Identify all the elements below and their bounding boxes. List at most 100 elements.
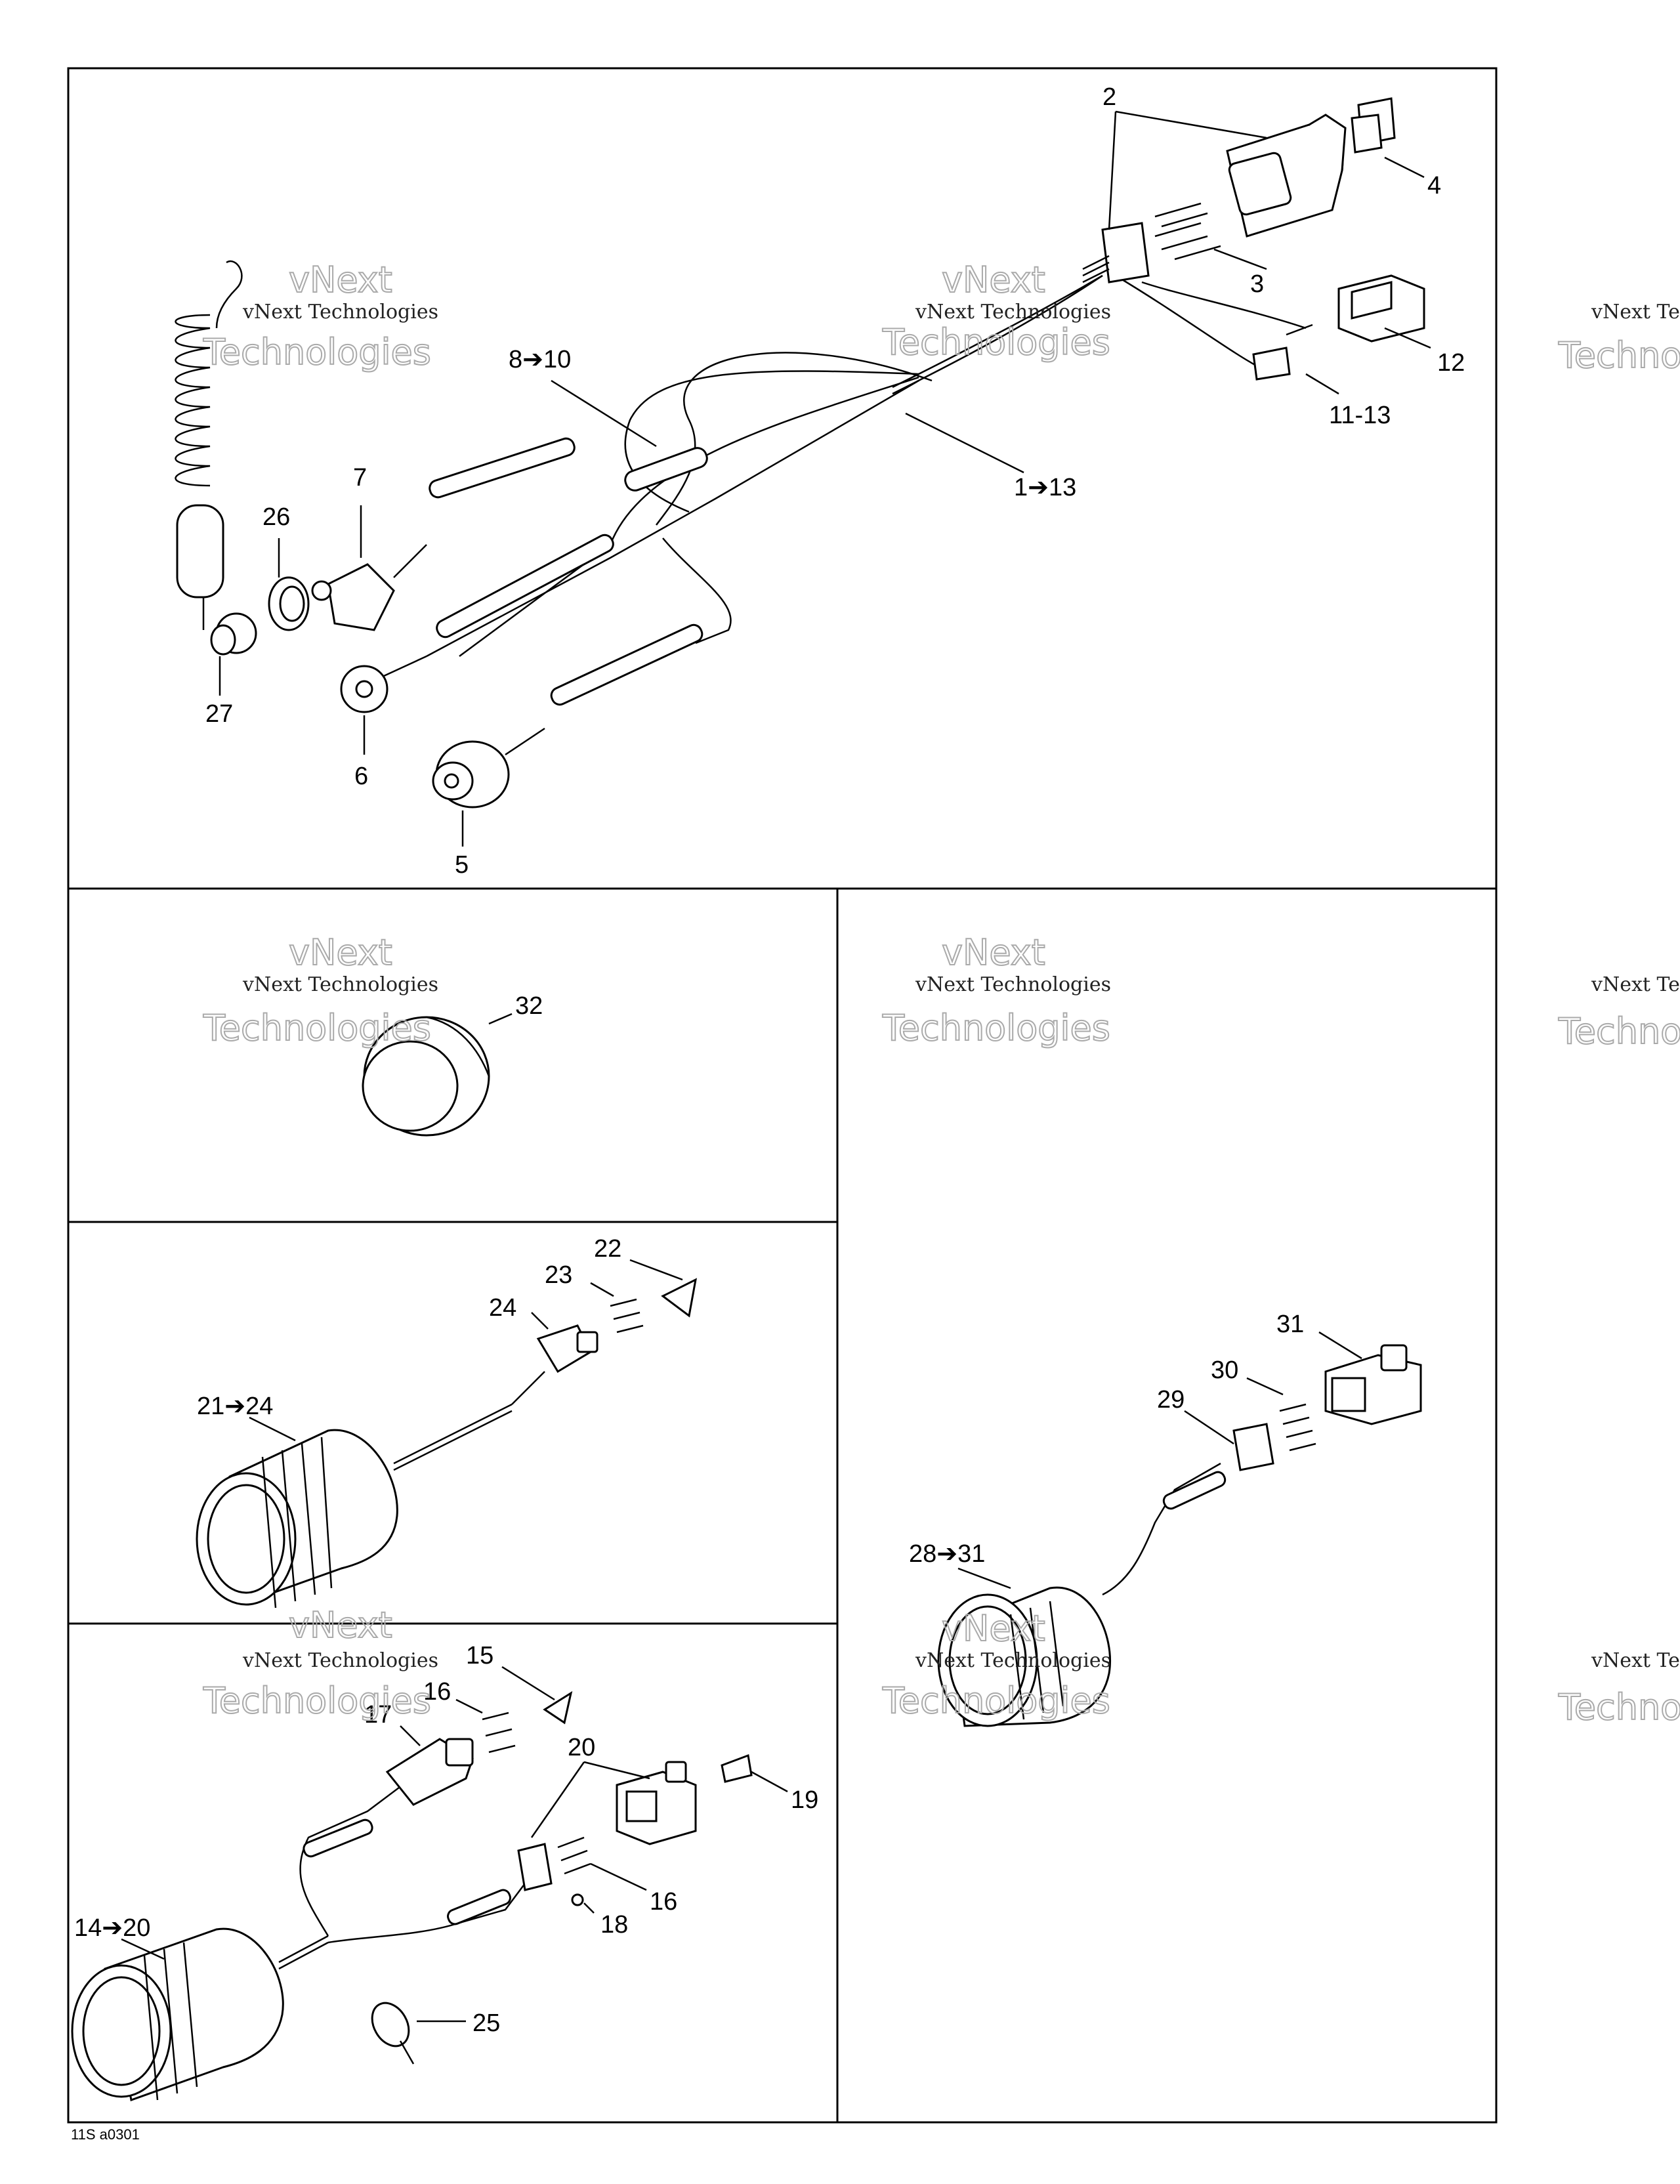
fuel-terminals-16a <box>482 1712 516 1754</box>
leader-20 <box>530 1761 650 1838</box>
fuel-cap-15 <box>543 1690 573 1725</box>
svg-text:Technologies: Technologies <box>882 322 1110 363</box>
seal-16b <box>517 1836 591 1891</box>
watermark-2: vNext vNext Technologies Technologies <box>881 259 1111 364</box>
connector-31 <box>1324 1344 1422 1425</box>
tach-cap-22 <box>661 1278 698 1318</box>
leader-16a <box>455 1698 483 1714</box>
label-4: 4 <box>1427 172 1441 200</box>
label-28-31: 28➔31 <box>909 1540 985 1568</box>
ground-terminal-6 <box>340 655 427 713</box>
label-17: 17 <box>364 1701 392 1729</box>
figure-code: 11S a0301 <box>71 2126 140 2143</box>
watermark-3: vNext vNext Technologies Technologies <box>202 931 438 1049</box>
plug-18 <box>571 1893 584 1906</box>
leader-17 <box>400 1725 421 1746</box>
leader-31 <box>1318 1331 1362 1360</box>
svg-text:Technologies: Technologies <box>203 331 431 373</box>
label-16-top: 16 <box>423 1678 451 1706</box>
label-23: 23 <box>545 1261 572 1289</box>
wedge-19 <box>721 1754 753 1783</box>
label-18: 18 <box>600 1911 628 1939</box>
tach-connector-24 <box>536 1324 598 1374</box>
leader-29 <box>1184 1410 1234 1445</box>
leader-14-20 <box>121 1938 165 1960</box>
label-27: 27 <box>205 700 233 728</box>
watermark-6: vNext vNext Technologies Technologies <box>881 1607 1111 1722</box>
svg-text:vNext Technologies: vNext Technologies <box>915 1649 1111 1672</box>
label-7: 7 <box>353 464 367 492</box>
label-14-20: 14➔20 <box>74 1914 150 1942</box>
svg-text:vNext: vNext <box>289 1605 392 1646</box>
terminals-30 <box>1279 1403 1316 1452</box>
label-2: 2 <box>1102 83 1116 111</box>
label-12: 12 <box>1437 349 1465 377</box>
label-25: 25 <box>472 2009 500 2037</box>
main-wiring-harness <box>426 274 1307 706</box>
label-15: 15 <box>466 1642 494 1670</box>
label-30: 30 <box>1211 1356 1238 1384</box>
label-19: 19 <box>791 1786 818 1814</box>
sensor-5 <box>432 727 545 808</box>
gauge-bezel-ring <box>362 1016 490 1137</box>
watermark-8: vNext Technologies Technologies <box>1557 973 1680 1053</box>
retaining-ring-26 <box>268 576 310 631</box>
seal-connector <box>1082 222 1150 284</box>
seal-plate-11 <box>1252 346 1291 381</box>
svg-text:vNext: vNext <box>942 1608 1045 1649</box>
svg-text:Technologies: Technologies <box>1558 1687 1680 1728</box>
leader-30 <box>1246 1377 1284 1396</box>
label-20: 20 <box>568 1734 595 1761</box>
label-26: 26 <box>262 503 290 531</box>
leader-15 <box>501 1666 555 1701</box>
svg-text:vNext Technologies: vNext Technologies <box>1591 301 1680 324</box>
cable-tie-25 <box>371 2002 415 2065</box>
leader-24 <box>531 1312 549 1330</box>
watermark-7: vNext Technologies Technologies <box>1557 301 1680 377</box>
svg-text:Technologies: Technologies <box>882 1007 1110 1049</box>
svg-text:vNext Technologies: vNext Technologies <box>242 1649 438 1672</box>
svg-text:vNext: vNext <box>289 259 392 301</box>
label-29: 29 <box>1157 1386 1185 1414</box>
svg-text:vNext Technologies: vNext Technologies <box>242 301 438 324</box>
svg-text:vNext: vNext <box>289 932 392 973</box>
terminals <box>1154 202 1221 261</box>
leader-28-31 <box>957 1567 1011 1589</box>
svg-text:vNext Technologies: vNext Technologies <box>242 973 438 996</box>
svg-text:Technologies: Technologies <box>203 1680 431 1721</box>
fuel-connector-17 <box>385 1738 474 1806</box>
leader-23 <box>590 1282 614 1297</box>
svg-text:vNext: vNext <box>942 932 1045 973</box>
label-3: 3 <box>1250 270 1264 298</box>
label-24: 24 <box>489 1294 516 1322</box>
tachometer-gauge <box>196 1371 545 1608</box>
leader-16b <box>590 1862 647 1891</box>
tach-terminals-23 <box>610 1298 644 1334</box>
safety-lanyard <box>175 260 257 656</box>
label-16-bottom: 16 <box>650 1888 677 1916</box>
svg-text:vNext Technologies: vNext Technologies <box>1591 1649 1680 1672</box>
label-32: 32 <box>515 992 543 1020</box>
leader-32 <box>488 1013 513 1025</box>
seal-29 <box>1232 1423 1274 1471</box>
label-8-10: 8➔10 <box>509 346 571 373</box>
right-gauge <box>937 1462 1227 1727</box>
watermark-5: vNext vNext Technologies Technologies <box>202 1604 438 1722</box>
svg-text:Technologies: Technologies <box>203 1007 431 1049</box>
svg-text:vNext Technologies: vNext Technologies <box>915 973 1111 996</box>
switch-7 <box>311 544 427 631</box>
wedge-lock <box>1351 97 1396 154</box>
label-6: 6 <box>354 763 368 790</box>
leader-19 <box>751 1771 788 1793</box>
label-5: 5 <box>455 851 469 879</box>
svg-text:vNext Technologies: vNext Technologies <box>1591 973 1680 996</box>
svg-text:Technologies: Technologies <box>1558 1011 1680 1052</box>
connector-housing <box>1226 114 1347 238</box>
svg-text:vNext: vNext <box>942 259 1045 301</box>
fuel-gauge <box>71 1745 526 2101</box>
svg-text:Technologies: Technologies <box>1558 335 1680 376</box>
pin <box>1286 324 1313 336</box>
leader-21-24 <box>249 1416 296 1442</box>
panel-right-gauge <box>836 887 1498 2124</box>
